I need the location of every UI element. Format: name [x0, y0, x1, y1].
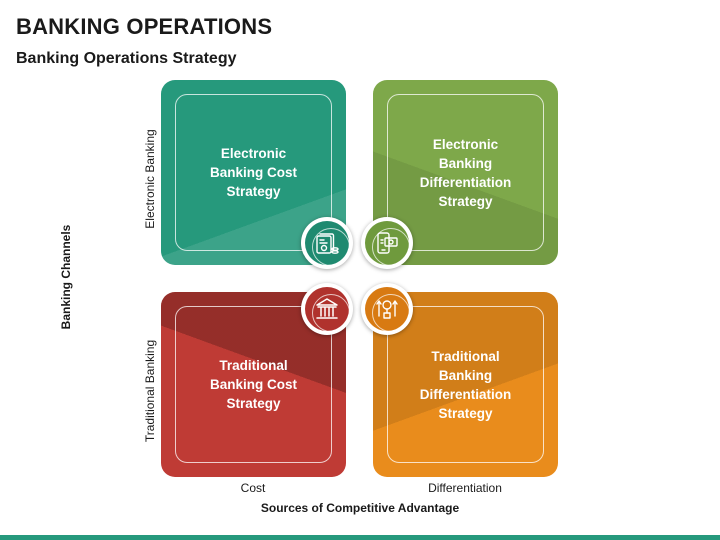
y-axis-title: Banking Channels	[59, 224, 73, 330]
y-axis-bottom-label: Traditional Banking	[143, 339, 157, 443]
badge-disc	[365, 221, 410, 266]
quadrant-label: Electronic Banking Cost Strategy	[209, 146, 297, 199]
x-axis-title: Sources of Competitive Advantage	[260, 501, 460, 515]
quadrant-label: Electronic Banking Differentiation Strat…	[419, 136, 512, 209]
quadrant-inner-border	[387, 306, 544, 463]
x-axis-left-label: Cost	[240, 481, 266, 495]
quadrant-electronic-cost: Electronic Banking Cost Strategy	[161, 80, 346, 265]
badge-disc	[365, 287, 410, 332]
badge-ring	[312, 228, 350, 266]
page-subtitle: Banking Operations Strategy	[16, 50, 237, 67]
quadrant-inner-border	[387, 94, 544, 251]
quadrant-inner-border	[175, 306, 332, 463]
badge-disc	[305, 221, 350, 266]
badge-ring	[372, 294, 410, 332]
badge-disc	[305, 287, 350, 332]
quadrant-label: Traditional Banking Differentiation Stra…	[419, 348, 512, 421]
badge-ring	[372, 228, 410, 266]
quadrant-label: Traditional Banking Cost Strategy	[209, 358, 297, 411]
mobile-banking-badge	[361, 217, 413, 269]
coin-growth-badge	[361, 283, 413, 335]
page-title: BANKING OPERATIONS	[16, 14, 273, 39]
x-axis-right-label: Differentiation	[428, 481, 502, 495]
badge-ring	[312, 294, 350, 332]
bank-building-badge	[301, 283, 353, 335]
banking-documents-badge	[301, 217, 353, 269]
bottom-accent-bar	[0, 535, 720, 540]
y-axis-top-label: Electronic Banking	[143, 129, 157, 229]
quadrant-inner-border	[175, 94, 332, 251]
